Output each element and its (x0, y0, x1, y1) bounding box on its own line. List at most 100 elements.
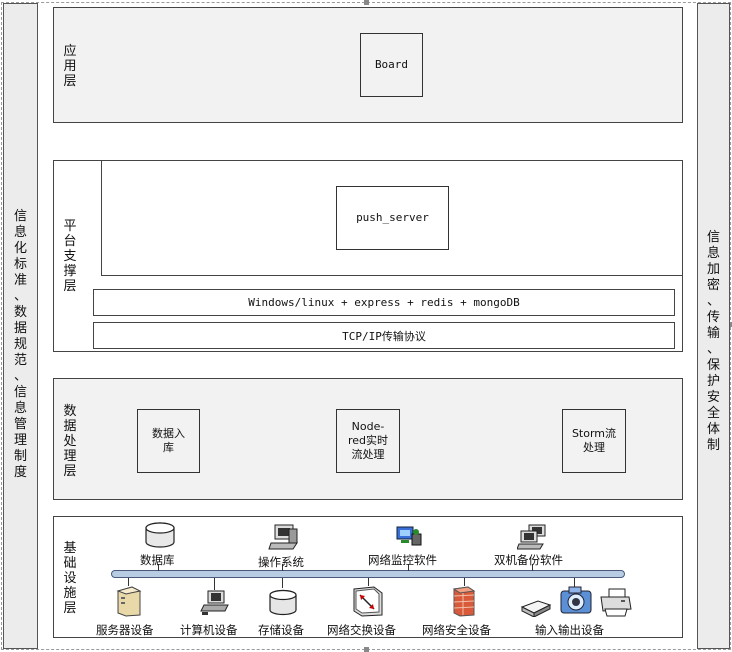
protocol-bar: TCP/IP传输协议 (93, 322, 675, 349)
platform-layer: 平台支撑层 push_server Windows/linux + expres… (53, 160, 683, 352)
switch-label: 网络交换设备 (327, 623, 396, 637)
database-icon (145, 522, 175, 548)
vertical-char: 、 (13, 369, 27, 384)
platform-layer-label: 平台支撑层 (62, 219, 78, 294)
vertical-char: 息 (13, 401, 27, 416)
vertical-char: 保 (706, 358, 720, 373)
node-red-box[interactable]: Node- red实时 流处理 (336, 409, 400, 473)
vertical-char: 层 (63, 74, 77, 89)
vertical-char: 数 (63, 404, 77, 419)
vertical-char: 层 (63, 464, 77, 479)
infrastructure-bus (111, 570, 625, 578)
vertical-char: 基 (63, 541, 77, 556)
tech-stack-label: Windows/linux + express + redis + mongoD… (248, 296, 520, 309)
infra-layer-label: 基础设施层 (62, 541, 78, 616)
resize-handle-top[interactable] (364, 0, 369, 5)
vertical-char: 体 (706, 422, 720, 437)
node-red-line1: Node- (351, 420, 385, 433)
application-layer-label: 应用层 (62, 44, 78, 89)
vertical-char: 数 (13, 305, 27, 320)
laptop-icon (200, 590, 229, 615)
backup-computer-icon (517, 524, 546, 550)
connector-server (128, 578, 129, 586)
push-server-box[interactable]: push_server (336, 186, 449, 250)
switch-icon (353, 586, 383, 617)
vertical-char: 信 (706, 230, 720, 245)
vertical-char: 信 (13, 209, 27, 224)
vertical-char: 处 (63, 434, 77, 449)
vertical-char: 管 (13, 417, 27, 432)
vertical-char: 护 (706, 374, 720, 389)
connector-storage (282, 578, 283, 588)
vertical-char: 息 (706, 246, 720, 261)
push-server-container: push_server (101, 160, 683, 276)
board-box[interactable]: Board (360, 33, 423, 97)
resize-handle-right[interactable] (728, 322, 732, 327)
io-label: 输入输出设备 (535, 623, 604, 637)
vertical-char: 设 (63, 571, 77, 586)
storage-disk-icon (269, 589, 297, 616)
storm-line2: 处理 (582, 441, 605, 454)
vertical-char: 加 (706, 262, 720, 277)
data-layer-label: 数据处理层 (62, 404, 78, 479)
storm-box[interactable]: Storm流 处理 (562, 409, 626, 473)
vertical-char: 全 (706, 406, 720, 421)
vertical-char: 、 (706, 294, 720, 309)
vertical-char: 理 (63, 449, 77, 464)
right-security-panel: 信息加密、传输、保护安全体制 (697, 3, 730, 649)
connector-switch (368, 578, 369, 586)
backup-software-label: 双机备份软件 (494, 553, 563, 567)
vertical-char: 据 (63, 419, 77, 434)
tech-stack-bar: Windows/linux + express + redis + mongoD… (93, 289, 675, 316)
camera-icon (560, 586, 592, 614)
vertical-char: 础 (63, 556, 77, 571)
scanner-icon (520, 600, 552, 617)
vertical-char: 安 (706, 390, 720, 405)
vertical-char: 用 (63, 59, 77, 74)
vertical-char: 、 (13, 289, 27, 304)
vertical-char: 平 (63, 219, 77, 234)
vertical-char: 标 (13, 257, 27, 272)
storm-line1: Storm流 (571, 427, 617, 440)
vertical-char: 范 (13, 353, 27, 368)
right-panel-text: 信息加密、传输、保护安全体制 (698, 230, 729, 454)
vertical-char: 应 (63, 44, 77, 59)
firewall-icon (452, 586, 476, 617)
database-label: 数据库 (140, 553, 175, 567)
vertical-char: 规 (13, 337, 27, 352)
data-ingest-box[interactable]: 数据入 库 (137, 409, 200, 473)
security-label: 网络安全设备 (422, 623, 491, 637)
vertical-char: 台 (63, 234, 77, 249)
data-ingest-line2: 库 (163, 441, 174, 454)
vertical-char: 密 (706, 278, 720, 293)
vertical-char: 输 (706, 326, 720, 341)
storage-label: 存储设备 (258, 623, 304, 637)
connector-backup (532, 564, 533, 571)
vertical-char: 层 (63, 279, 77, 294)
vertical-char: 信 (13, 385, 27, 400)
connector-laptop (214, 578, 215, 590)
vertical-char: 理 (13, 433, 27, 448)
data-ingest-line1: 数据入 (152, 427, 185, 440)
vertical-char: 传 (706, 310, 720, 325)
node-red-line2: red实时 (347, 434, 389, 447)
protocol-label: TCP/IP传输协议 (342, 329, 426, 343)
infrastructure-layer: 基础设施层 数据库 操作系统 网络监控软件 双机备份软件 (53, 516, 683, 638)
connector-firewall (464, 578, 465, 586)
vertical-char: 支 (63, 249, 77, 264)
os-label: 操作系统 (258, 555, 304, 569)
server-icon (116, 586, 142, 617)
computer-equipment-label: 计算机设备 (180, 623, 238, 637)
vertical-char: 施 (63, 586, 77, 601)
network-monitor-icon (396, 526, 422, 546)
vertical-char: 撑 (63, 264, 77, 279)
resize-handle-bottom[interactable] (364, 647, 369, 652)
vertical-char: 制 (13, 449, 27, 464)
connector-io (574, 578, 575, 588)
connector-os (282, 564, 283, 571)
vertical-char: 化 (13, 241, 27, 256)
vertical-char: 度 (13, 465, 27, 480)
left-standards-panel: 信息化标准、数据规范、信息管理制度 (3, 3, 38, 649)
push-server-label: push_server (356, 211, 429, 224)
server-label: 服务器设备 (96, 623, 154, 637)
